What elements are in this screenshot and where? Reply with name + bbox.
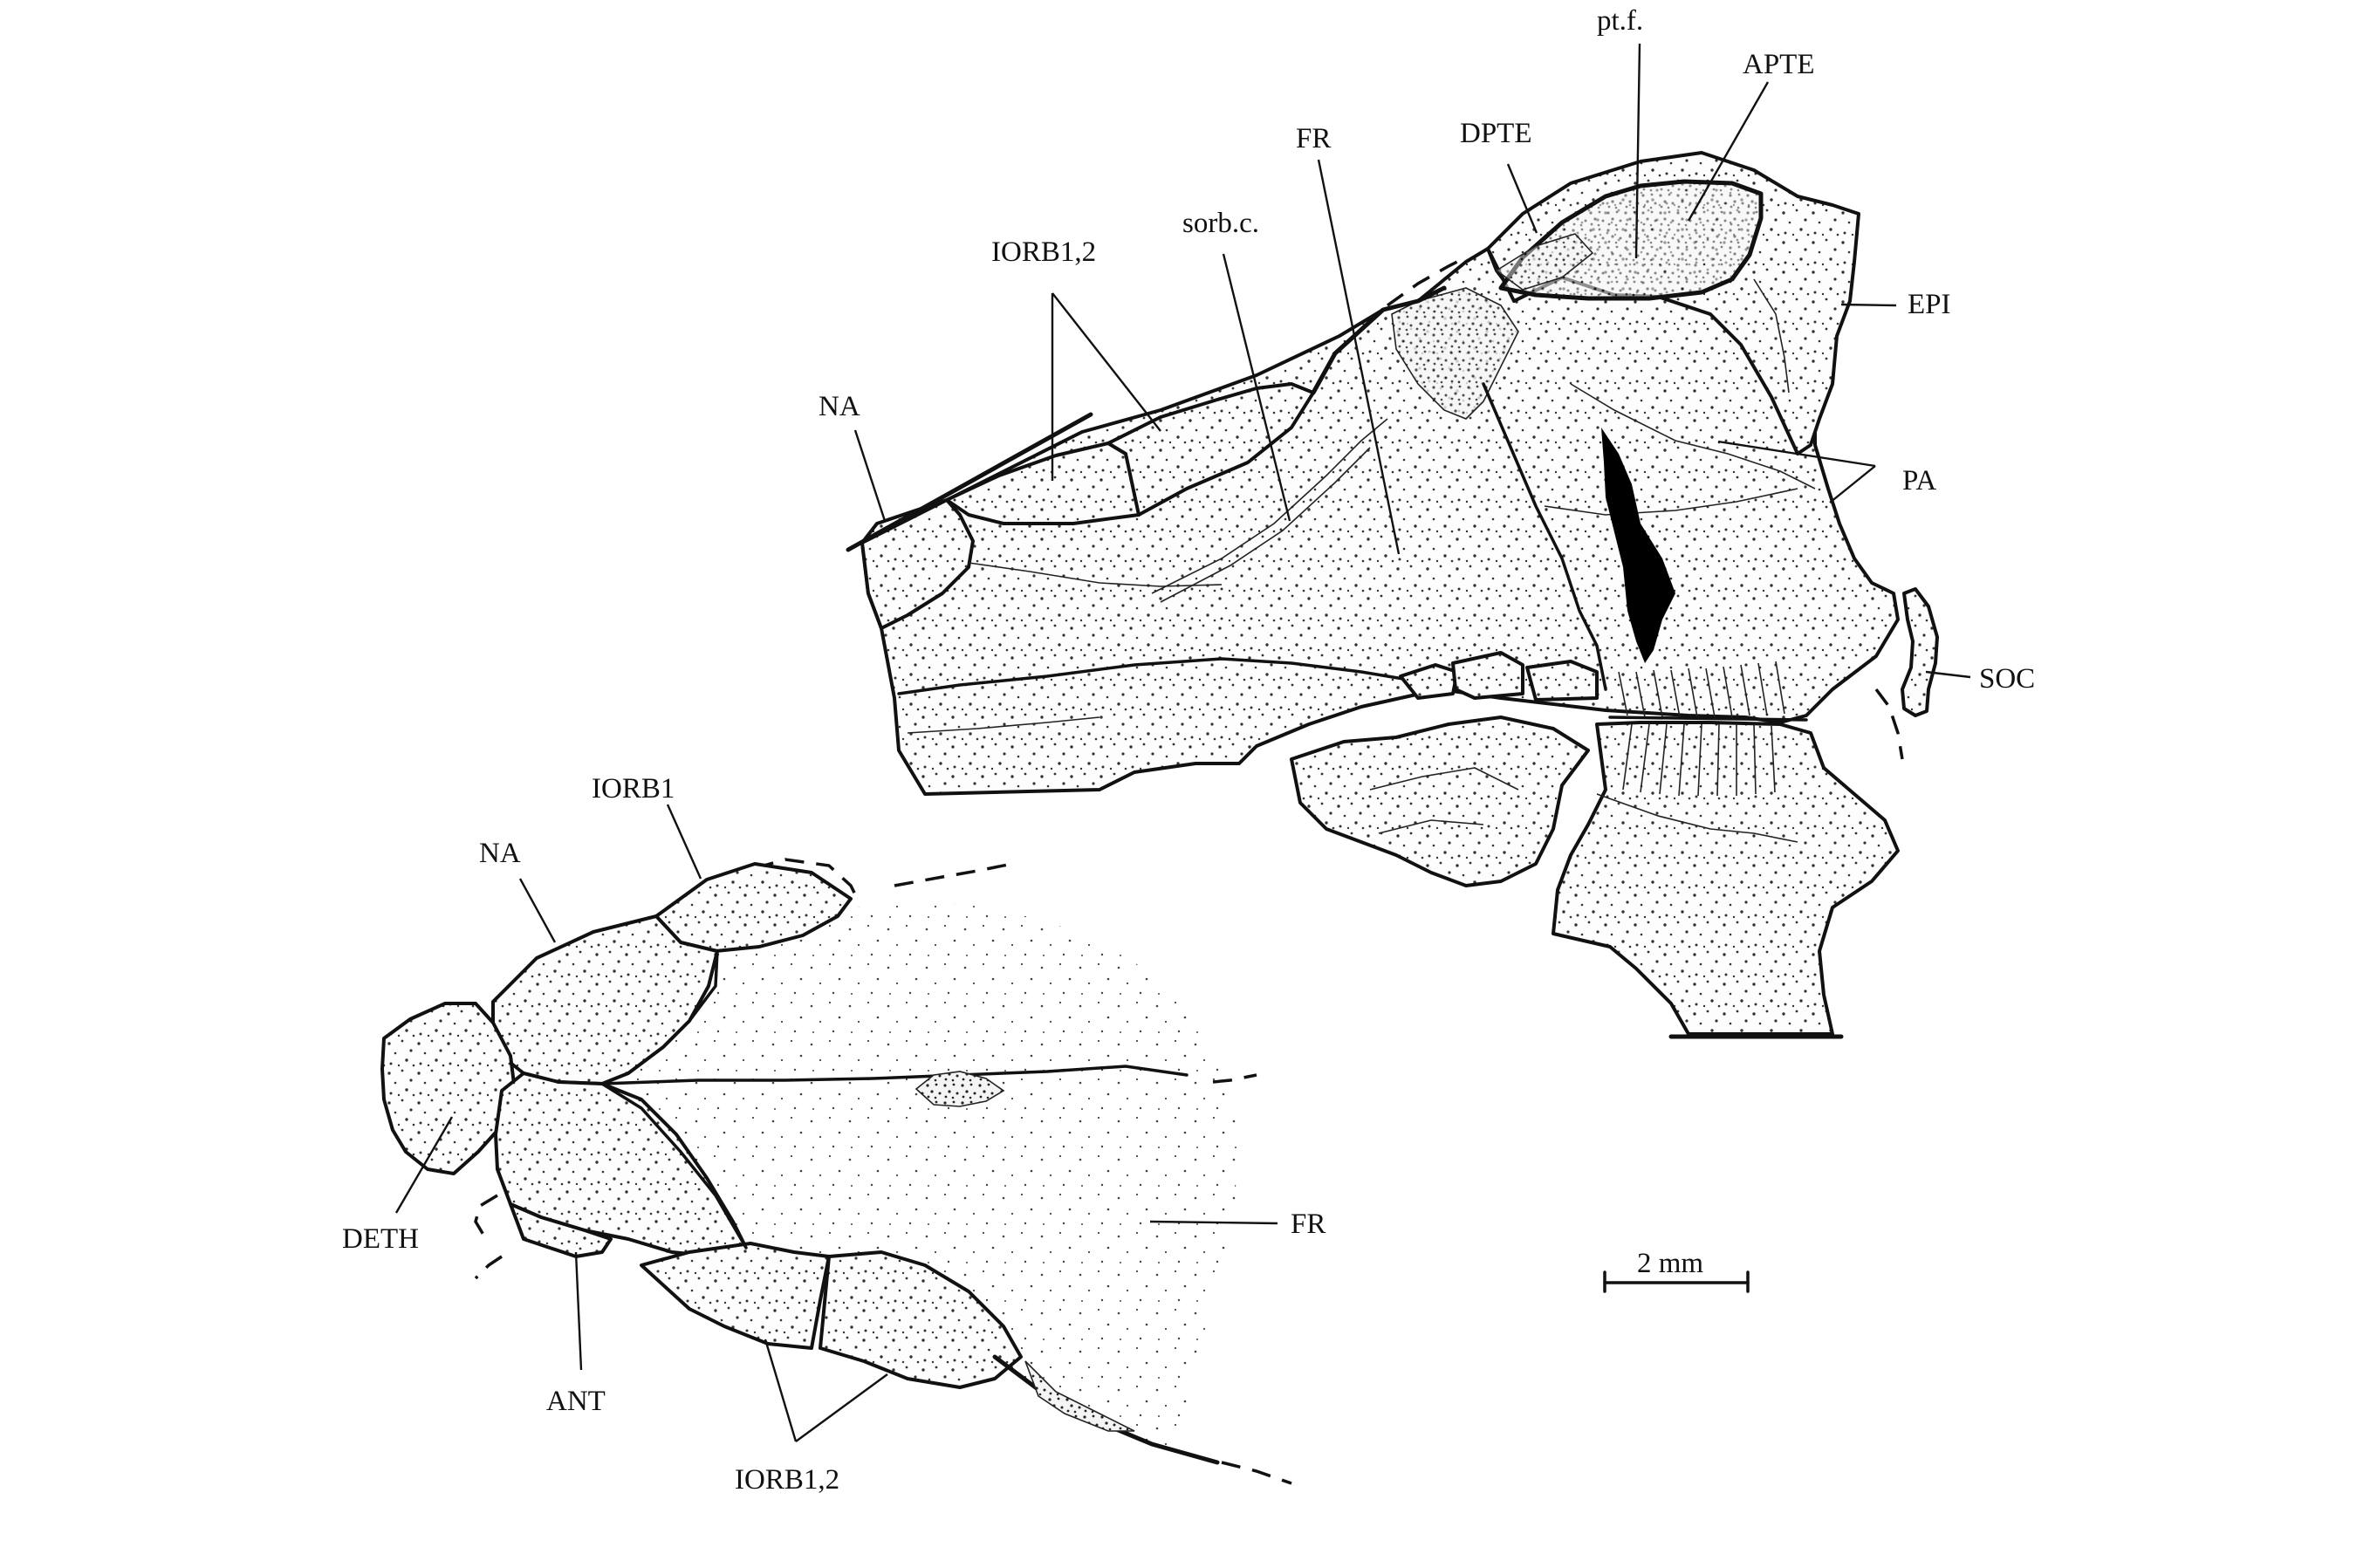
lower-specimen xyxy=(380,858,1292,1485)
scale-bar xyxy=(1603,1270,1750,1293)
upper-dorsal-edge xyxy=(846,412,1093,552)
lower-ant-dash xyxy=(474,1194,498,1244)
upper-small-fragment-3 xyxy=(1525,660,1599,702)
label-soc: SOC xyxy=(1979,663,2036,695)
leader-iorb1-bottom xyxy=(666,804,702,880)
leader-iorb12-bottom-b xyxy=(795,1373,888,1442)
label-na-bottom: NA xyxy=(479,838,521,869)
upper-iorb2 xyxy=(1106,382,1315,517)
leader-na-bottom xyxy=(518,878,557,943)
upper-posterior-suture xyxy=(1596,793,1798,843)
upper-parietal-crack xyxy=(1570,383,1816,490)
lower-frontal-nasal-suture xyxy=(627,949,719,1075)
upper-sensory-canal-line xyxy=(1151,418,1388,594)
lower-frontal-area xyxy=(593,903,1239,1453)
leader-lines xyxy=(394,43,1971,1442)
leader-sorbc xyxy=(1222,253,1291,522)
label-pa: PA xyxy=(1902,465,1937,496)
upper-dpte-region xyxy=(1495,233,1594,291)
label-ant: ANT xyxy=(546,1386,606,1417)
upper-detached-fragment xyxy=(1290,716,1590,887)
upper-small-fragment-2 xyxy=(1451,651,1524,700)
upper-frontal-block xyxy=(860,247,1900,796)
upper-nasal-piece xyxy=(860,498,975,630)
lower-ant-bottom-dash xyxy=(474,1255,503,1280)
upper-curved-groove xyxy=(968,562,1223,587)
upper-lower-groove xyxy=(907,716,1100,734)
upper-fragment-crack-2 xyxy=(1378,819,1484,834)
upper-orbital-edge xyxy=(1311,285,1447,395)
upper-black-void xyxy=(1601,428,1675,663)
scale-bar-label: 2 mm xyxy=(1637,1248,1704,1279)
leader-pa-a xyxy=(1717,440,1876,468)
label-fr-top: FR xyxy=(1296,123,1332,154)
label-na-top: NA xyxy=(819,391,860,422)
leader-na-top xyxy=(853,429,887,522)
leader-soc xyxy=(1925,670,1971,679)
label-iorb12-top: IORB1,2 xyxy=(991,236,1097,268)
upper-fragment-crack xyxy=(1369,767,1519,791)
label-apte: APTE xyxy=(1743,49,1815,80)
upper-specimen xyxy=(846,151,1939,1039)
label-iorb1-bottom: IORB1 xyxy=(592,773,675,805)
label-ptf: pt.f. xyxy=(1597,5,1644,37)
lower-rough-patch xyxy=(914,1071,1005,1107)
lower-rugose-base xyxy=(1024,1360,1135,1432)
upper-posterior-ridges xyxy=(1622,723,1776,797)
leader-pa-b xyxy=(1829,465,1876,503)
leader-fr-bottom xyxy=(1149,1220,1278,1225)
label-iorb12-bottom: IORB1,2 xyxy=(735,1464,840,1496)
upper-sensory-canal-line-2 xyxy=(1160,447,1371,603)
upper-rugose-patch xyxy=(1391,287,1519,420)
upper-posterior-block xyxy=(1552,721,1900,1036)
lower-top-dash xyxy=(894,862,1013,887)
lower-frontal-dashed-margin xyxy=(1212,1073,1257,1084)
label-sorbc: sorb.c. xyxy=(1182,208,1259,239)
upper-frontal-parietal-suture xyxy=(1482,382,1607,691)
leader-fr-top xyxy=(1317,159,1401,555)
upper-parietal-crack-2 xyxy=(1544,488,1798,516)
upper-frontal-midline xyxy=(897,657,1485,695)
upper-ridged-suture-band xyxy=(1618,661,1785,718)
lower-frontal-ethmoid-suture xyxy=(600,1082,748,1250)
leader-ptf xyxy=(1634,43,1641,259)
label-deth: DETH xyxy=(342,1223,419,1255)
lower-frontal-bottom-dash xyxy=(1221,1461,1292,1485)
upper-epi-groove xyxy=(1753,278,1790,394)
upper-ridge-base-line xyxy=(1608,716,1808,722)
label-epi: EPI xyxy=(1908,289,1951,320)
leader-iorb12-top-b xyxy=(1051,292,1161,432)
lower-dermethmoid xyxy=(380,1002,517,1175)
leader-deth xyxy=(394,1116,454,1214)
lower-iorb-bottom-1 xyxy=(640,1242,831,1350)
lower-antorbital xyxy=(509,1202,613,1258)
label-fr-bottom: FR xyxy=(1291,1209,1326,1240)
upper-soc-fragment xyxy=(1901,587,1939,717)
lower-top-dash-2 xyxy=(754,858,861,904)
lower-midline-suture xyxy=(600,1065,1188,1085)
leader-ant xyxy=(574,1251,583,1371)
upper-broken-edge xyxy=(1386,256,1467,307)
leader-dpte xyxy=(1506,163,1538,234)
upper-right-dash xyxy=(1874,688,1904,760)
leader-apte xyxy=(1687,81,1770,222)
leader-iorb12-bottom-a xyxy=(764,1339,798,1442)
label-dpte: DPTE xyxy=(1460,118,1532,149)
